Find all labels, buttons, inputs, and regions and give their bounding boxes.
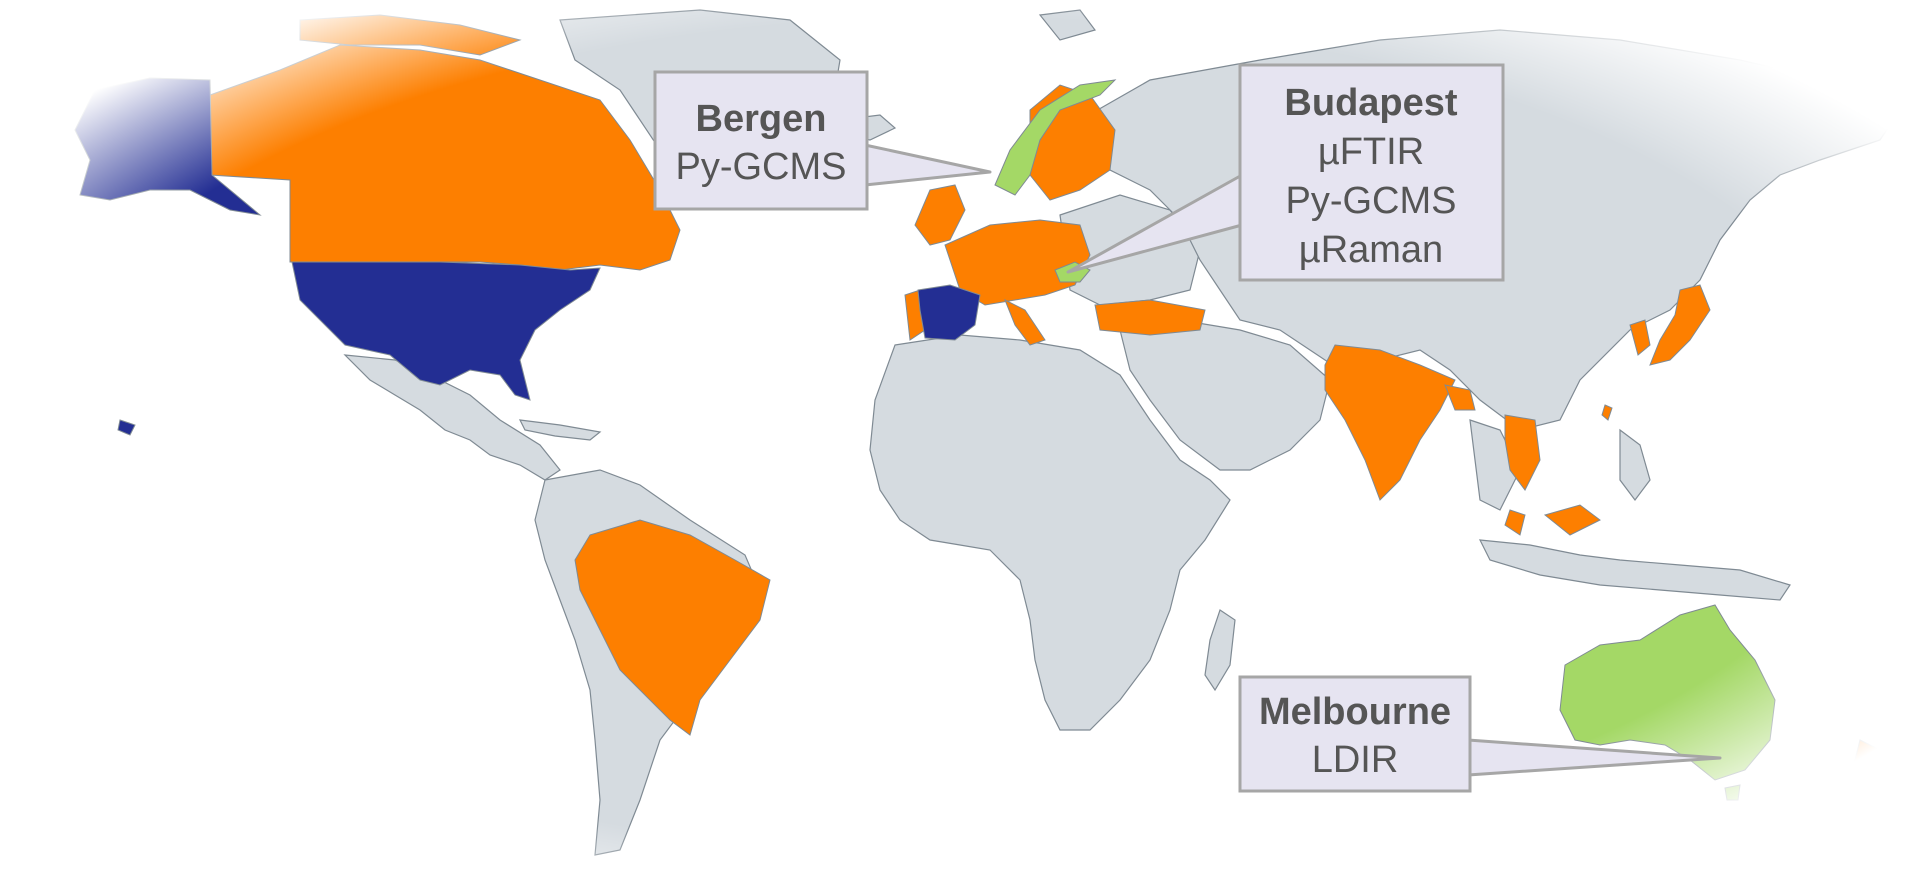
callout-budapest-title: Budapest xyxy=(1284,82,1457,124)
callout-melbourne-line-1: LDIR xyxy=(1312,739,1399,781)
callout-bergen-box xyxy=(653,70,869,211)
callout-melbourne-title: Melbourne xyxy=(1259,691,1451,733)
callout-bergen-line-1: Py-GCMS xyxy=(676,146,847,188)
callout-melbourne: Melbourne LDIR xyxy=(1238,675,1722,793)
callout-bergen-title: Bergen xyxy=(696,98,827,140)
callout-bergen: Bergen Py-GCMS xyxy=(653,70,992,211)
callout-budapest-line-3: µRaman xyxy=(1299,229,1443,271)
callout-budapest: Budapest µFTIR Py-GCMS µRaman xyxy=(1066,63,1505,282)
callout-melbourne-box xyxy=(1238,675,1472,793)
callout-budapest-box xyxy=(1238,63,1505,282)
callout-budapest-line-1: µFTIR xyxy=(1318,131,1424,173)
callout-budapest-line-2: Py-GCMS xyxy=(1286,180,1457,222)
